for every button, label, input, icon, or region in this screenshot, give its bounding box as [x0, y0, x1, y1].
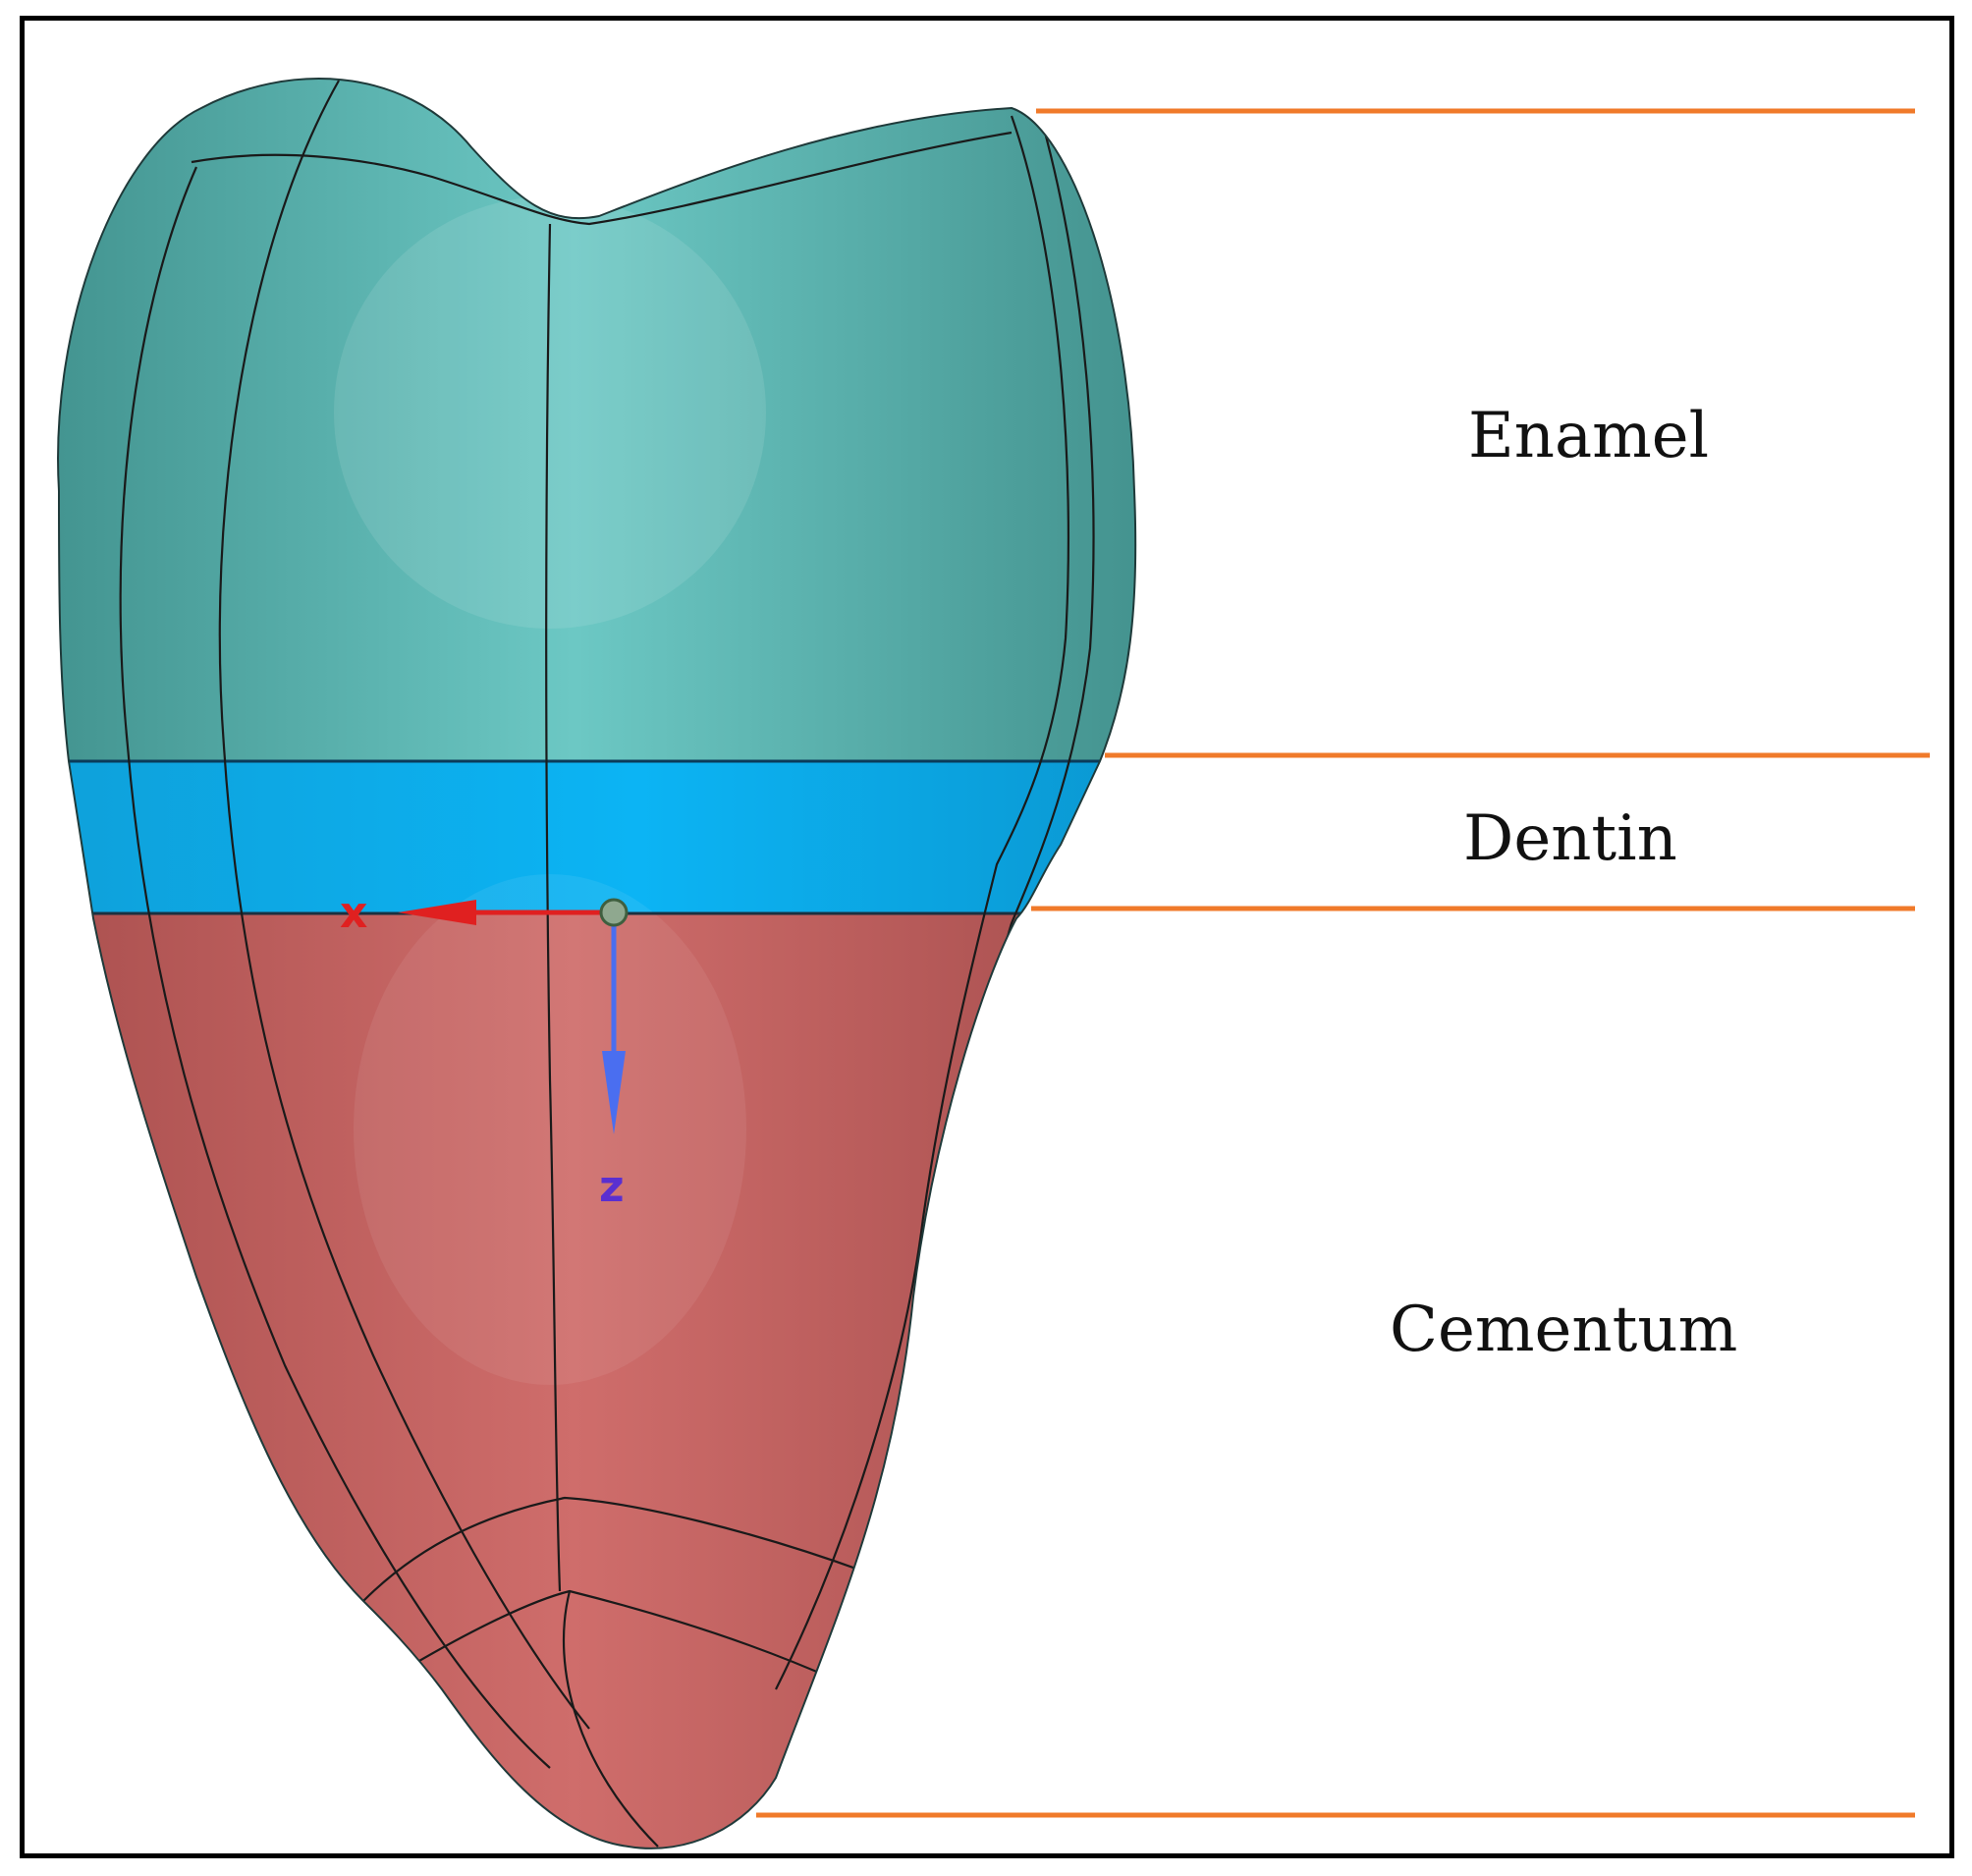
axes-origin-marker	[599, 898, 629, 927]
cementum-label: Cementum	[1390, 1294, 1737, 1366]
mesh-line-left-outer	[119, 166, 551, 1769]
x-axis-label: x	[340, 888, 367, 938]
boundary-guides	[756, 108, 1930, 1818]
z-axis-label: z	[599, 1162, 625, 1212]
mesh-line-apex-ring-2	[411, 1589, 836, 1682]
z-axis-arrowhead	[602, 1051, 626, 1134]
mesh-line-apex-spoke	[562, 1590, 659, 1848]
enamel-label: Enamel	[1468, 400, 1709, 472]
mesh-line-right-outer	[775, 115, 1070, 1690]
dentin-label: Dentin	[1463, 802, 1677, 875]
mesh-line-left-inner	[218, 80, 590, 1730]
mesh-line-center	[545, 223, 562, 1592]
mesh-line-crown-top	[191, 131, 1013, 226]
tooth-body	[58, 79, 1136, 1848]
coordinate-axes: x z	[340, 888, 629, 1212]
enamel-highlight	[334, 196, 766, 629]
cementum-highlight	[354, 874, 746, 1385]
tooth-outline	[57, 78, 1137, 1849]
mesh-lines	[119, 80, 1095, 1848]
dentin-region	[58, 761, 1136, 913]
x-axis-arrowhead	[398, 900, 476, 925]
mesh-line-apex-ring-1	[362, 1496, 865, 1602]
